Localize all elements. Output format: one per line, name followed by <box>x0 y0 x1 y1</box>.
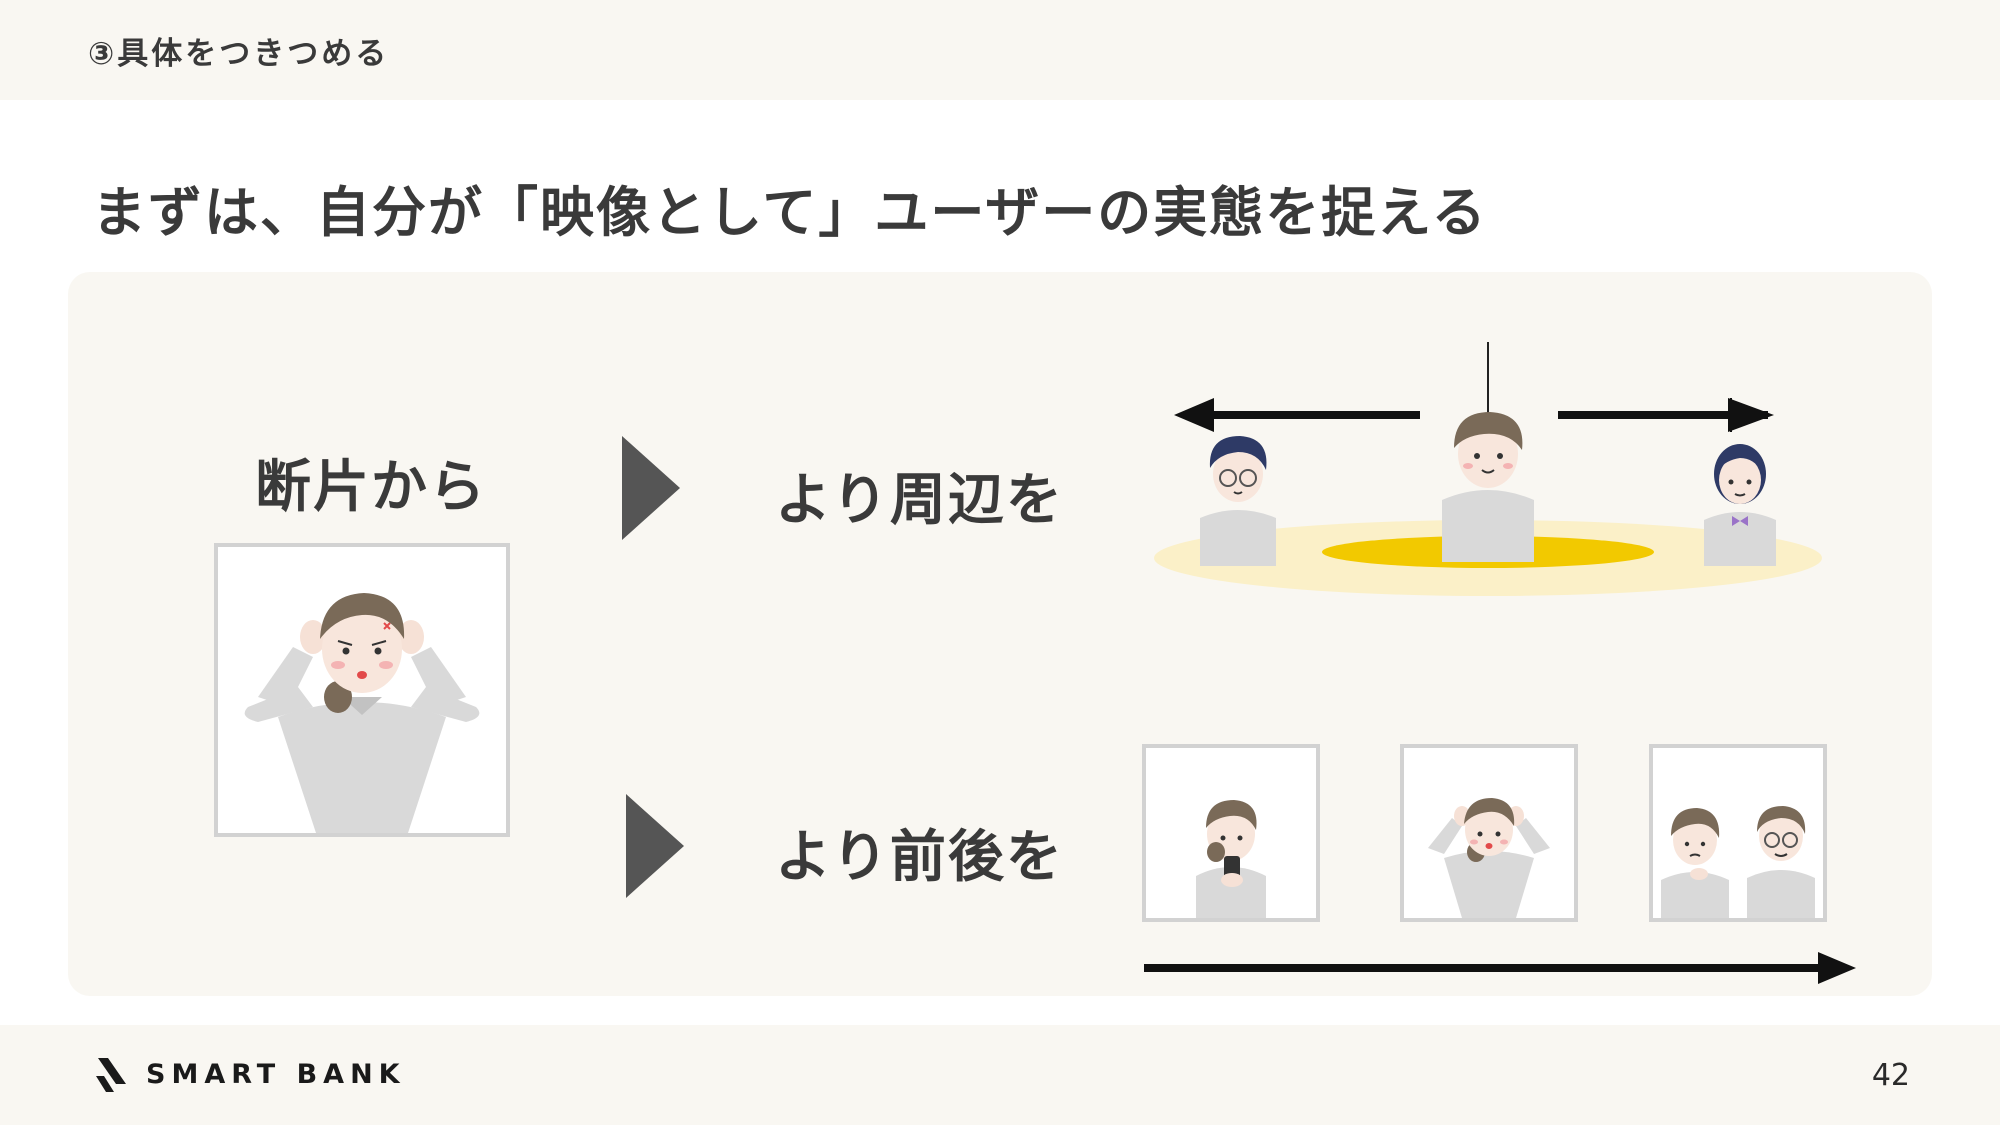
after-frame-consulting <box>1649 744 1827 922</box>
current-frame-stressed <box>1400 744 1578 922</box>
spotlight-scene <box>1154 342 1822 596</box>
brand-name: SMART BANK <box>146 1058 406 1090</box>
smartbank-logo-icon <box>96 1058 126 1092</box>
label-fragment: 断片から <box>255 455 487 520</box>
left-person <box>1200 436 1276 566</box>
slide-title: まずは、自分が「映像として」ユーザーの実態を捉える <box>92 181 1488 244</box>
right-person <box>1704 444 1776 566</box>
stressed-person-illustration <box>244 593 480 833</box>
timeline-arrow-icon <box>1144 952 1856 984</box>
brand-logo: SMART BANK <box>94 1054 406 1094</box>
label-around: より周辺を <box>775 468 1064 533</box>
center-person <box>1442 412 1534 562</box>
header-band <box>0 0 2000 100</box>
section-label: ③具体をつきつめる <box>88 36 390 72</box>
arrow-right-icon <box>622 436 680 540</box>
label-before-after: より前後を <box>775 825 1064 890</box>
fragment-frame <box>214 543 510 837</box>
arrow-right-icon <box>626 794 684 898</box>
footer-band <box>0 1025 2000 1125</box>
page-number: 42 <box>1871 1058 1910 1093</box>
before-frame-phone <box>1142 744 1320 922</box>
